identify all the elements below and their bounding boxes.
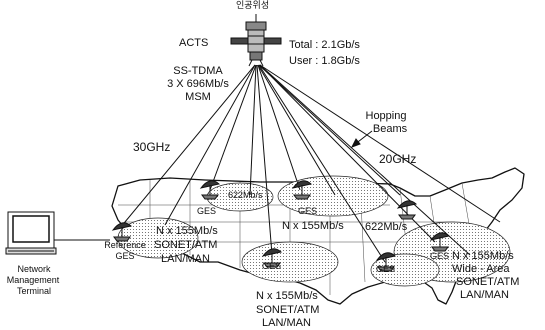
north-beam-rate-label: 622Mb/s [228,190,263,200]
downlink-frequency: 20GHz [379,152,417,166]
satellite-user-capacity: User : 1.8Gb/s [289,55,360,67]
beam-footprint-north-central [277,175,389,217]
east-link-network: LAN/MAN [460,289,509,301]
satellite-korean-label: 인공위성 [236,0,270,10]
dish-icon-reference [111,222,133,242]
satellite-name: ACTS [179,37,209,49]
east-link-scope: Wide - Area [452,263,510,275]
dish-icon-east [429,232,451,252]
reference-link-rate: N x 155Mb/s [156,225,218,237]
reference-link-network: LAN/MAN [161,253,210,265]
east-link-rate: N x 155Mb/s [452,250,514,262]
beam-footprint-southeast [370,253,440,287]
dish-icon-southeast [375,252,397,272]
central-622-rate: 622Mb/s [365,221,408,233]
terminal-label-line3: Terminal [16,286,51,296]
dish-icon-south [261,248,283,268]
east-link-protocol: SONET/ATM [456,276,520,288]
ges-label-east: GES [430,251,450,261]
south-link-protocol: SONET/ATM [256,304,320,316]
central-link-rate: N x 155Mb/s [282,220,344,232]
dish-icon-north-central [291,180,313,200]
satellite-total-capacity: Total : 2.1Gb/s [289,39,360,51]
dish-icon-northeast [396,200,418,220]
computer-terminal-icon [5,211,110,255]
reference-ges-label-line2: GES [115,251,135,261]
dish-icon-north [199,180,221,200]
reference-ges-label-line1: Reference [104,240,146,250]
satellite-icon [230,14,282,67]
south-link-rate: N x 155Mb/s [256,290,318,302]
satellite-mode-line1: SS-TDMA [173,65,223,77]
dish-icons [111,180,451,272]
ges-label-southeast: GES [376,264,396,274]
hopping-beams-line2: Beams [372,123,408,135]
ges-label-south: GES [262,261,282,271]
hopping-beams-arrow [350,130,373,148]
hopping-beams-line1: Hopping [365,110,407,122]
south-link-network: LAN/MAN [262,317,311,329]
satellite-mode-line3: MSM [185,91,211,103]
uplink-frequency: 30GHz [133,140,171,154]
terminal-label-line2: Management [6,275,60,285]
beam-footprints [117,175,511,287]
terminal-label-line1: Network [17,264,51,274]
beam-lines [119,64,501,263]
reference-link-protocol: SONET/ATM [154,239,218,251]
ges-label-north: GES [197,206,217,216]
beam-footprint-south [241,241,339,283]
ges-label-north-central: GES [298,206,318,216]
satellite-mode-line2: 3 X 696Mb/s [167,78,229,90]
